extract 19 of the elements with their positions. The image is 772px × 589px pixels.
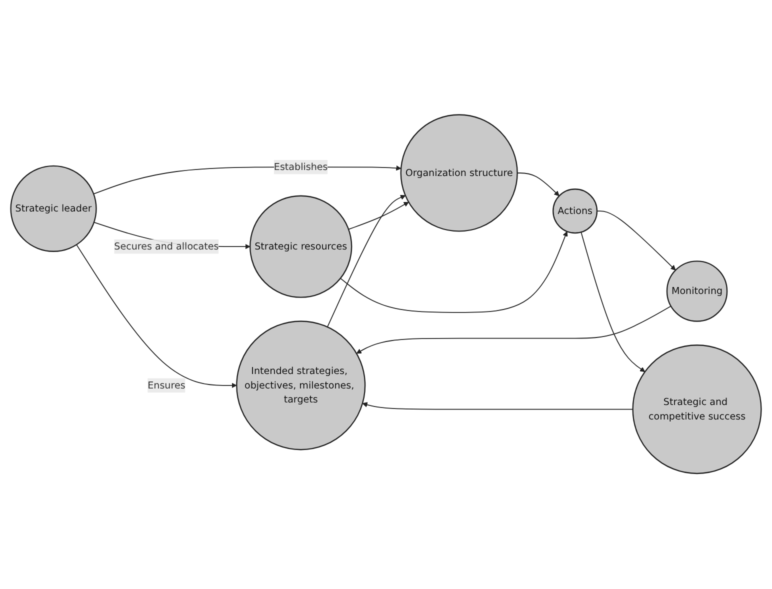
- arrow: [326, 195, 406, 328]
- arrow: [516, 172, 560, 196]
- edge-label: Ensures: [148, 380, 186, 392]
- edge-label: Establishes: [274, 161, 328, 173]
- edge-label: Secures and allocates: [114, 240, 219, 252]
- arrow: [362, 402, 634, 410]
- arrow: [340, 232, 568, 314]
- node-circle: Strategic and competitive success: [632, 344, 762, 474]
- arrow: [580, 232, 646, 372]
- arrow: [596, 210, 676, 271]
- arrow: [356, 306, 672, 354]
- node-circle: Strategic leader: [10, 166, 97, 252]
- arrow: [76, 244, 237, 388]
- arrow: [348, 202, 409, 230]
- node-circle: Monitoring: [666, 260, 728, 322]
- node-circle: Actions: [552, 188, 598, 234]
- node-circle: Intended strategies, objectives, milestones, targets: [236, 320, 366, 451]
- node-circle: Strategic resources: [250, 196, 352, 298]
- node-circle: Organization structure: [400, 114, 518, 232]
